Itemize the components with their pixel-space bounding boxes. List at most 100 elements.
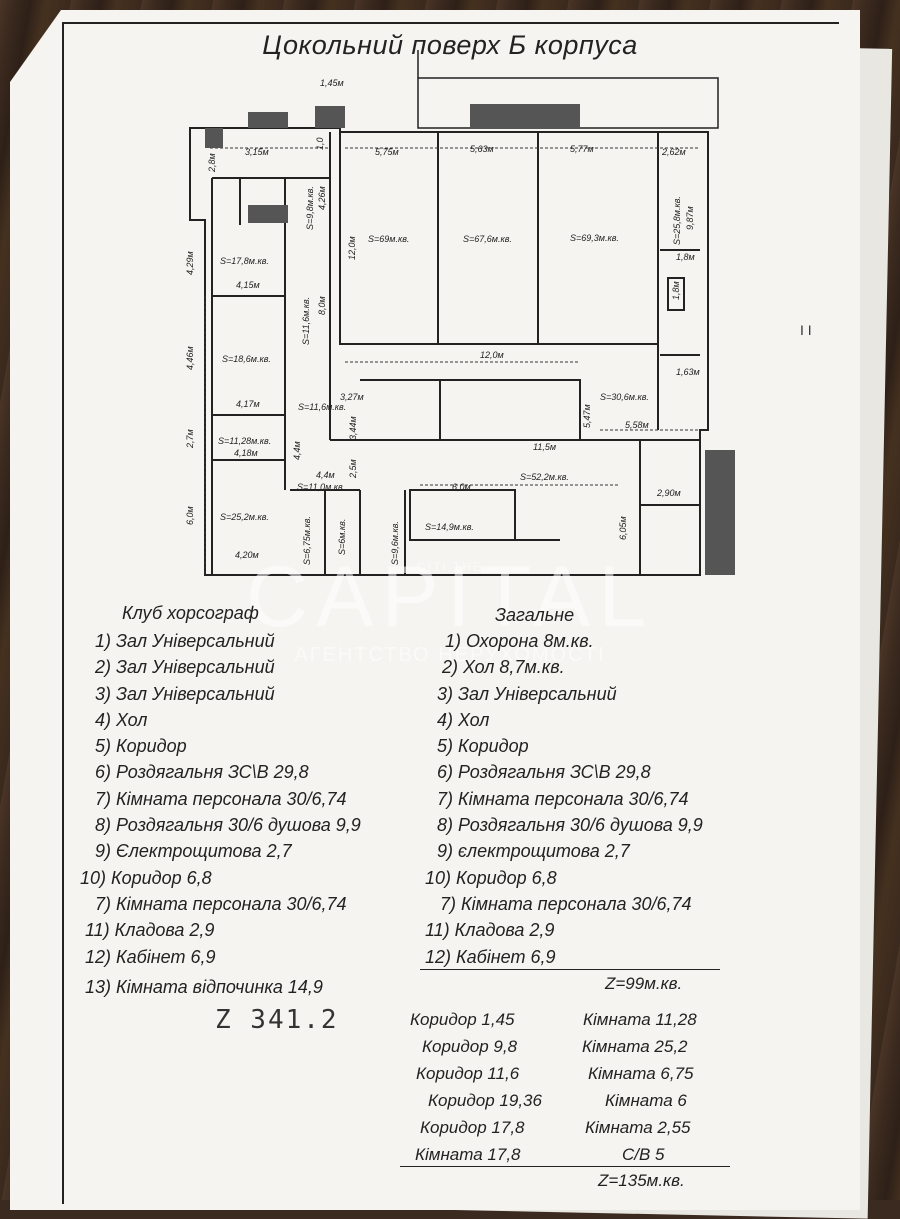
dim-5-47: 5,47м <box>582 404 592 428</box>
area-hall-1: S=69м.кв. <box>368 234 409 244</box>
dim-11-5: 11,5м <box>533 442 556 452</box>
dim-8-0: 8,0м <box>317 296 327 315</box>
area-17-8: S=17,8м.кв. <box>220 256 269 266</box>
summary-right-item: Кімната 2,55 <box>585 1118 691 1137</box>
right-item: 9) єлектрощитова 2,7 <box>437 841 630 862</box>
area-11-6: S=11,6м.кв. <box>298 402 346 412</box>
right-item: 7) Кімната персонала 30/6,74 <box>437 788 689 809</box>
dim-1-63: 1,63м <box>676 367 700 377</box>
right-item: 12) Кабінет 6,9 <box>425 946 556 967</box>
area-11-6-corridor: S=11,6м.кв. <box>301 297 311 345</box>
area-52-2: S=52,2м.кв. <box>520 472 569 482</box>
left-item: 3) Зал Універсальний <box>95 683 275 704</box>
left-item: 7) Кімната персонала 30/6,74 <box>95 893 347 914</box>
right-item: 6) Роздягальня ЗС\В 29,8 <box>437 762 651 783</box>
area-30-6: S=30,6м.кв. <box>600 392 649 402</box>
dim-1-8b: 1,8м <box>671 281 681 300</box>
dim-3-44: 3,44м <box>348 416 358 440</box>
summary-right-item: С/В 5 <box>622 1145 665 1164</box>
page-border <box>62 22 839 1204</box>
handwritten-total: Z 341.2 <box>215 1005 339 1035</box>
dim-6-0: 6,0м <box>185 506 195 525</box>
left-item: 13) Кімната відпочинка 14,9 <box>85 976 323 997</box>
divider-line <box>420 969 720 970</box>
right-list: 1) Охорона 8м.кв. 2) Хол 8,7м.кв. 3) Зал… <box>425 628 703 970</box>
right-item: 3) Зал Універсальний <box>437 683 617 704</box>
left-item: 12) Кабінет 6,9 <box>85 946 216 967</box>
summary-right-item: Кімната 6,75 <box>588 1064 694 1083</box>
dim-4-4b: 4,4м <box>316 470 335 480</box>
watermark-top: CITI.THE <box>417 560 483 574</box>
dim-4-4a: 4,4м <box>292 441 302 460</box>
dim-1-0: 1,0 <box>315 137 325 150</box>
divider-line-2 <box>400 1166 730 1167</box>
left-item: 4) Хол <box>95 709 148 730</box>
dim-4-18: 4,18м <box>234 448 258 458</box>
watermark-subtitle: АГЕНТСТВО НЕРУХОМОСТІ <box>294 644 606 666</box>
left-item: 9) Єлектрощитова 2,7 <box>95 841 292 862</box>
summary-left-item: Коридор 11,6 <box>416 1064 520 1083</box>
dim-2-8: 2,8м <box>207 153 217 173</box>
floor-plan: 1,45м 3,15м 2,8м 1,0 5,75м 5,63м 5,77м 2… <box>185 50 735 576</box>
dim-4-20: 4,20м <box>235 550 259 560</box>
left-item: 2) Зал Універсальний <box>95 657 275 678</box>
dim-5-75: 5,75м <box>375 147 399 157</box>
left-item: 8) Роздягальня 30/6 душова 9,9 <box>95 815 361 836</box>
left-item: 5) Коридор <box>95 736 187 757</box>
right-item: 8) Роздягальня 30/6 душова 9,9 <box>437 815 703 836</box>
summary-right-item: Кімната 11,28 <box>583 1010 697 1029</box>
summary-right-item: Кімната 6 <box>605 1091 687 1110</box>
left-item: 6) Роздягальня ЗС\В 29,8 <box>95 762 309 783</box>
right-item: 11) Кладова 2,9 <box>425 920 555 941</box>
area-9-8: S=9,8м.кв. <box>305 186 315 230</box>
left-list-header: Клуб хорсограф <box>122 603 259 623</box>
area-9-6: S=9,6м.кв. <box>390 521 400 565</box>
area-11-0: S=11,0м.кв. <box>297 482 345 492</box>
watermark-logo: CAPITAL <box>245 549 655 645</box>
dim-2-90: 2,90м <box>656 488 681 498</box>
dim-12-0v: 12,0м <box>347 236 357 260</box>
summary-left-item: Коридор 17,8 <box>420 1118 525 1137</box>
page-title: Цокольний поверх Б корпуса <box>262 30 638 60</box>
left-item: 7) Кімната персонала 30/6,74 <box>95 788 347 809</box>
summary-right-item: Кімната 25,2 <box>582 1037 688 1056</box>
right-item: 1) Охорона 8м.кв. <box>445 631 594 651</box>
dim-2-5: 2,5м <box>348 459 358 479</box>
dim-1-45: 1,45м <box>320 78 344 88</box>
dim-1-8a: 1,8м <box>676 252 695 262</box>
right-item: 5) Коридор <box>437 736 529 757</box>
paper-sheet <box>10 10 860 1210</box>
dim-3-15: 3,15м <box>245 147 269 157</box>
area-hall-2: S=67,6м.кв. <box>463 234 512 244</box>
left-item: 1) Зал Універсальний <box>95 631 275 651</box>
right-list-header: Загальне <box>495 605 575 625</box>
dim-5-58: 5,58м <box>625 420 649 430</box>
left-item: 11) Кладова 2,9 <box>85 920 215 941</box>
summary-left-item: Кімната 17,8 <box>415 1145 521 1164</box>
area-hall-3: S=69,3м.кв. <box>570 233 619 243</box>
dim-2-7: 2,7м <box>185 429 195 449</box>
area-25-8: S=25,8м.кв. <box>672 196 682 245</box>
area-11-28: S=11,28м.кв. <box>218 436 271 446</box>
summary-left-item: Коридор 1,45 <box>410 1010 515 1029</box>
dim-6-0h: 6,0м <box>452 482 471 492</box>
side-mark: I I <box>800 322 812 338</box>
total-2: Z=135м.кв. <box>598 1171 685 1190</box>
dim-4-15: 4,15м <box>236 280 260 290</box>
area-25-2: S=25,2м.кв. <box>220 512 269 522</box>
dim-3-27: 3,27м <box>340 392 364 402</box>
dim-4-26: 4,26м <box>317 186 327 210</box>
area-18-6: S=18,6м.кв. <box>222 354 271 364</box>
right-item: 10) Коридор 6,8 <box>425 867 557 888</box>
left-item: 10) Коридор 6,8 <box>80 867 212 888</box>
dim-4-29: 4,29м <box>185 251 195 275</box>
dim-5-63: 5,63м <box>470 144 494 154</box>
dim-4-17: 4,17м <box>236 399 260 409</box>
dim-5-77: 5,77м <box>570 144 594 154</box>
dim-12-0h: 12,0м <box>480 350 504 360</box>
dim-9-87: 9,87м <box>685 206 695 230</box>
total-1: Z=99м.кв. <box>605 974 683 993</box>
right-item: 7) Кімната персонала 30/6,74 <box>440 893 692 914</box>
left-list: 1) Зал Універсальний 2) Зал Універсальни… <box>80 628 361 1000</box>
summary-left-item: Коридор 9,8 <box>422 1037 518 1056</box>
